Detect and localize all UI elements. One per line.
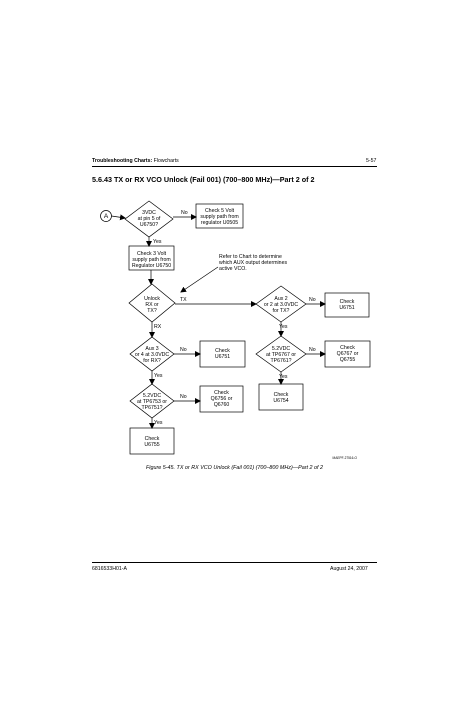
decision-unlock-line2: RX or [145, 302, 159, 308]
box-check-u6755-line1: Check [145, 436, 160, 442]
label-no-tp6753: No [180, 394, 187, 400]
decision-tp6767-line2: at TP6767 or [266, 352, 296, 358]
box-check-u6754-line2: U6754 [273, 398, 288, 404]
figure-caption: Figure 5-45. TX or RX VCO Unlock (Fail 0… [145, 465, 324, 471]
box-check-q6767-line2: Q6767 or [337, 351, 359, 357]
arrow-a-to-3vdc [111, 214, 126, 221]
decision-aux2-line2: or 2 at 3.0VDC [264, 302, 299, 308]
note-line2: which AUX output determines [219, 260, 287, 266]
box-check-q6767-line3: Q6755 [340, 357, 356, 363]
decision-tp6753-line2: at TP6753 or [137, 399, 167, 405]
decision-unlock-line1: Unlock [144, 296, 160, 302]
label-yes-aux3: Yes [154, 373, 163, 379]
box-check-q6756-line3: Q6760 [214, 402, 230, 408]
label-rx: RX [154, 324, 162, 330]
label-no-aux2: No [309, 297, 316, 303]
box-check-q6767-line1: Check [340, 345, 355, 351]
running-header: Troubleshooting Charts: Flowcharts [92, 158, 179, 164]
decision-aux3-line3: for RX? [143, 358, 161, 364]
note-line1: Refer to Chart to determine [219, 254, 282, 260]
box-check-3v-line3: Regulator U6750 [132, 263, 171, 269]
box-check-3v-line1: Check 3 Volt [137, 251, 167, 257]
section-title: 5.6.43 TX or RX VCO Unlock (Fail 001) (7… [92, 175, 315, 184]
decision-tp6753-line3: TP6751? [141, 405, 162, 411]
label-yes-tp6767: Yes [279, 374, 288, 380]
page-number: 5-57 [366, 158, 377, 164]
decision-3vdc-line2: at pin 5 of [138, 216, 161, 222]
label-yes-tp6753: Yes [154, 420, 163, 426]
note-line3: active VCO. [219, 266, 247, 272]
box-check-q6756-line2: Q6756 or [211, 396, 233, 402]
arrow-note [180, 266, 219, 293]
decision-aux3-line1: Aux 3 [145, 346, 158, 352]
chapter-subtitle: Flowcharts [152, 158, 179, 164]
box-check-5v-line2: supply path from [200, 214, 238, 220]
label-yes-aux2: Yes [279, 324, 288, 330]
footer-rule [92, 562, 377, 563]
label-yes-3vdc: Yes [153, 239, 162, 245]
box-check-5v-line3: regulator U0505 [201, 220, 238, 226]
figure-code: MAEPF-27516-O [333, 456, 358, 460]
decision-aux2-line1: Aux 2 [274, 296, 287, 302]
decision-3vdc-line1: 3VDC [142, 210, 156, 216]
header-rule [92, 166, 377, 167]
box-check-u6751-mid-line2: U6751 [215, 354, 230, 360]
box-check-u6751-top-line2: U6751 [339, 305, 354, 311]
chapter-label: Troubleshooting Charts: [92, 158, 153, 164]
label-no-3vdc: No [181, 210, 188, 216]
connector-a-label: A [104, 213, 109, 220]
decision-aux3-line2: or 4 at 3.0VDC [135, 352, 170, 358]
box-check-u6754-line1: Check [274, 392, 289, 398]
box-check-3v-line2: supply path from [132, 257, 170, 263]
box-check-5v-line1: Check 5 Volt [205, 208, 235, 214]
box-check-u6751-top-line1: Check [340, 299, 355, 305]
box-check-u6751-mid-line1: Check [215, 348, 230, 354]
decision-tp6767-line3: TP6761? [270, 358, 291, 364]
decision-3vdc-line3: U6750? [140, 222, 158, 228]
decision-tp6753-line1: 5.2VDC [143, 393, 161, 399]
decision-unlock-line3: TX? [147, 308, 157, 314]
label-no-tp6767: No [309, 347, 316, 353]
decision-aux2-line3: for TX? [273, 308, 290, 314]
document-date: August 24, 2007 [330, 566, 368, 572]
label-no-aux3: No [180, 347, 187, 353]
box-check-q6756-line1: Check [214, 390, 229, 396]
label-tx: TX [180, 297, 187, 303]
decision-tp6767-line1: 5.2VDC [272, 346, 290, 352]
box-check-u6755-line2: U6755 [144, 442, 159, 448]
document-number: 6816533H01-A [92, 566, 127, 572]
